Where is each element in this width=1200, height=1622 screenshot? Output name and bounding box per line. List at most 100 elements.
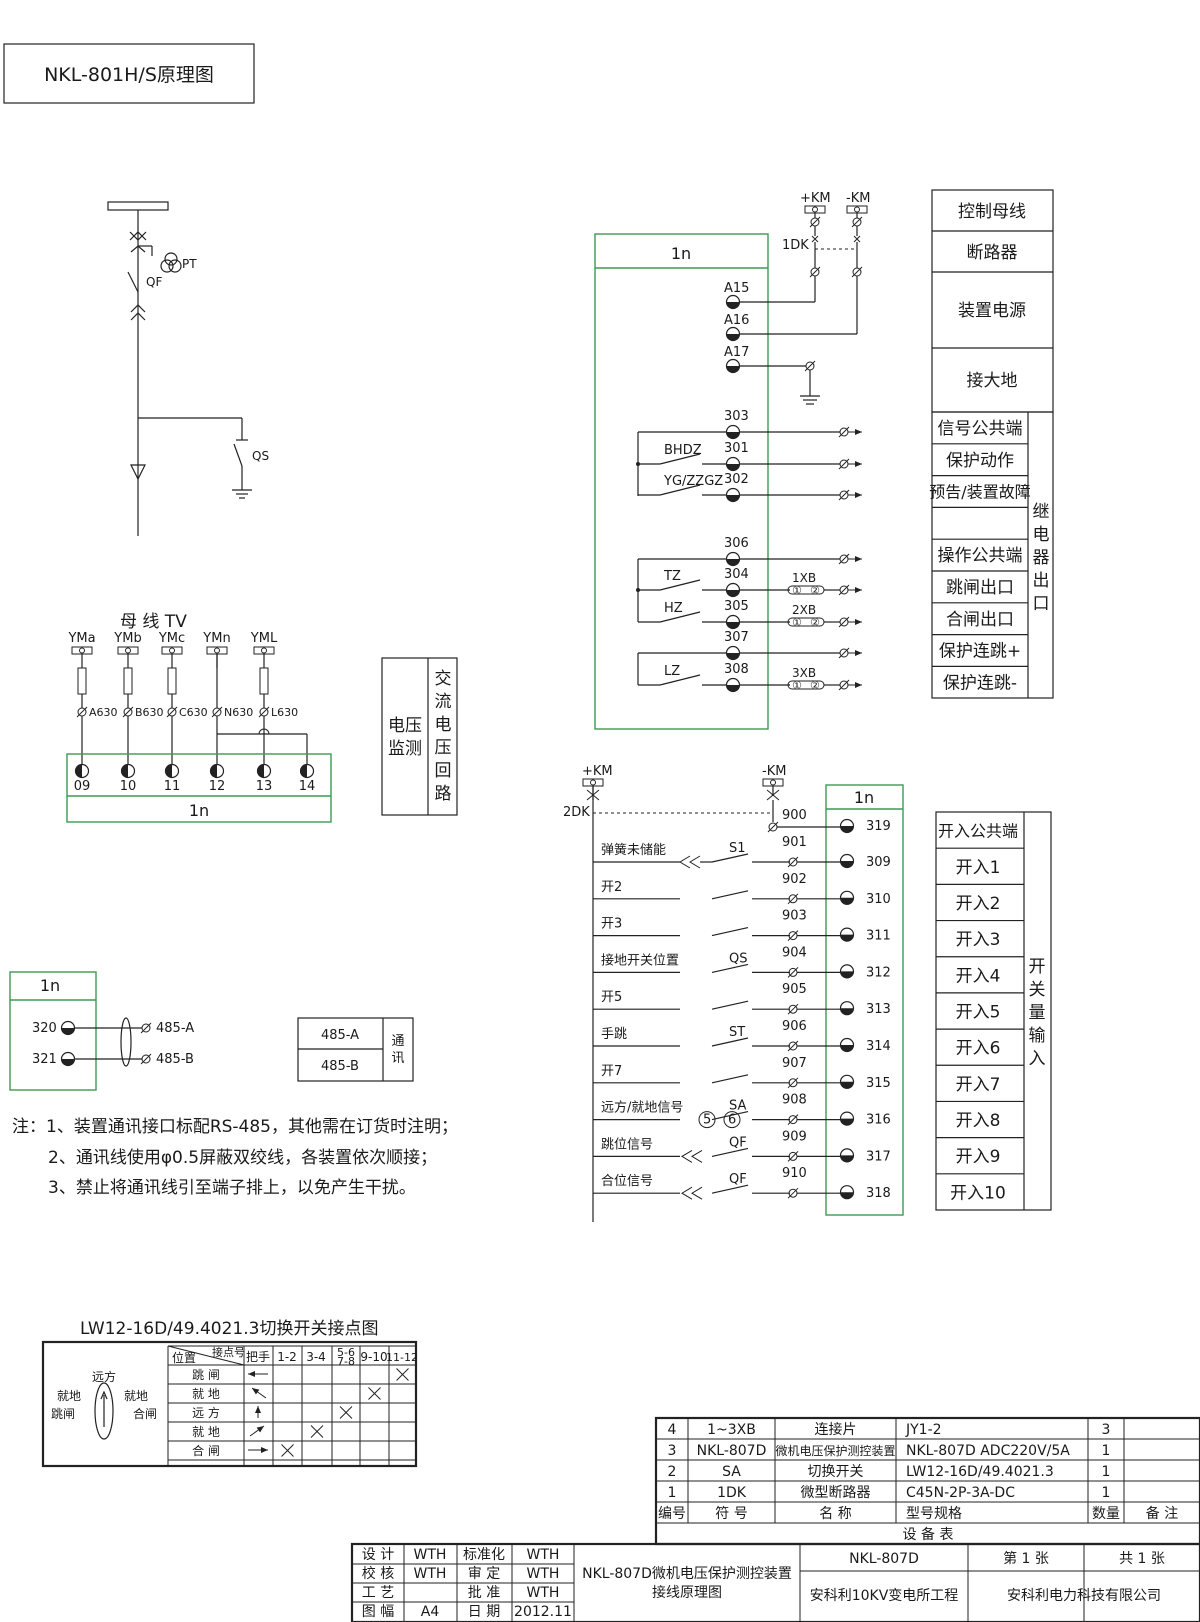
- svg-text:+KM: +KM: [582, 764, 613, 779]
- input-terminal-label-312: 312: [866, 965, 891, 980]
- terminal-A16: A16: [724, 313, 749, 328]
- tb-project: 安科利10KV变电所工程: [810, 1588, 959, 1604]
- equip-cell: 名 称: [819, 1506, 851, 1522]
- svg-text:断路器: 断路器: [967, 243, 1018, 263]
- breaker-terminal: [851, 266, 863, 278]
- fuse-icon: [123, 667, 133, 695]
- input-terminal-label-315: 315: [866, 1076, 891, 1091]
- input-wire-909: 909: [782, 1129, 807, 1144]
- legend-input-8: 开入8: [956, 1111, 1001, 1131]
- legend-relay-side-char: 出: [1033, 571, 1050, 591]
- power-device-box: [594, 233, 769, 730]
- legend-relay-5: 跳闸出口: [946, 578, 1014, 598]
- legend-input-10: 开入10: [950, 1183, 1006, 1203]
- legend-relay-side-char: 继: [1033, 502, 1050, 522]
- equip-cell: 符 号: [715, 1506, 747, 1522]
- svg-text:②: ②: [810, 679, 820, 692]
- contact-label-BHDZ: BHDZ: [664, 443, 702, 458]
- equip-cell: 型号规格: [906, 1506, 962, 1522]
- terminal-12: [209, 763, 225, 779]
- svg-text:通: 通: [391, 1034, 404, 1049]
- terminal-label-09: 09: [74, 779, 91, 794]
- input-terminal-label-313: 313: [866, 1002, 891, 1017]
- svg-text:①: ①: [792, 616, 802, 629]
- contact-closed-mark: [281, 1444, 294, 1457]
- input-wire-907: 907: [782, 1056, 807, 1071]
- contact-label-TZ: TZ: [663, 569, 681, 584]
- relay-terminal-label-302: 302: [724, 472, 749, 487]
- fuse-icon: [259, 667, 269, 695]
- input-wire-terminal-909: [787, 1151, 799, 1162]
- km-bus-terminal: [846, 205, 868, 214]
- relay-terminal-label-305: 305: [724, 599, 749, 614]
- legend-relay-1: 保护动作: [946, 451, 1014, 471]
- tb-role2-val: WTH: [527, 1547, 560, 1563]
- legend-relay-2: 预告/装置故障: [929, 483, 1030, 502]
- km-neg-terminal: [762, 778, 784, 787]
- terminal-label-10: 10: [120, 779, 137, 794]
- ground-icon: [232, 489, 252, 499]
- page-title: NKL-801H/S原理图: [44, 64, 214, 86]
- legend-relay-6: 合闸出口: [946, 610, 1014, 630]
- tb-role2: 日 期: [468, 1604, 500, 1620]
- terminal-label-12: 12: [209, 779, 226, 794]
- equip-cell: 数量: [1092, 1506, 1120, 1522]
- comm-terminal-320: [60, 1020, 76, 1036]
- input-wire-terminal-910: [787, 1187, 799, 1199]
- equip-cell: C45N-2P-3A-DC: [906, 1485, 1015, 1501]
- equip-cell: 编号: [658, 1506, 686, 1522]
- input-wire-905: 905: [782, 982, 807, 997]
- legend-input-3: 开入3: [956, 930, 1001, 950]
- comm-wire-terminal: [140, 1053, 152, 1065]
- input-wire-terminal-900: [767, 821, 779, 833]
- pt-label: PT: [182, 257, 197, 271]
- breaker-terminal: [809, 266, 821, 278]
- relay-terminal-306: [725, 551, 741, 567]
- legend-input-9: 开入9: [956, 1147, 1001, 1167]
- input-terminal-label-317: 317: [866, 1149, 891, 1164]
- input-terminal-label-310: 310: [866, 892, 891, 907]
- bus-terminal-YMn: [206, 646, 228, 655]
- tb-role-val: WTH: [414, 1566, 447, 1582]
- equip-cell: 1: [1102, 1443, 1111, 1459]
- svg-text:合闸: 合闸: [133, 1406, 157, 1421]
- terminal-label-13: 13: [256, 779, 273, 794]
- legend-input-side-char: 关: [1029, 980, 1046, 1000]
- tb-role2-val: WTH: [527, 1585, 560, 1601]
- switch-header: 5-6: [337, 1346, 355, 1359]
- qf-label: QF: [146, 275, 162, 289]
- input-wire-terminal-903: [787, 930, 799, 941]
- knob-diagram: 远方 就地 就地 跳闸 合闸: [51, 1369, 157, 1440]
- input-wire-terminal-901: [787, 856, 799, 868]
- switch-row-2: 远 方: [192, 1405, 220, 1420]
- ground-icon: [800, 395, 820, 405]
- note-2: 2、通讯线使用φ0.5屏蔽双绞线，各装置依次顺接；: [48, 1147, 437, 1168]
- equip-cell: 1: [1102, 1485, 1111, 1501]
- one-line-diagram: PT QF QS: [107, 201, 269, 536]
- input-terminal-label-318: 318: [866, 1186, 891, 1201]
- contact-closed-mark: [396, 1368, 409, 1381]
- switch-row-1: 就 地: [192, 1387, 220, 1401]
- bus-label-YMc: YMc: [158, 631, 185, 646]
- relay-terminal-303: [725, 424, 741, 440]
- relay-terminal-304: [725, 582, 741, 598]
- relay-wire-terminal: [838, 489, 850, 501]
- equip-cell: 1: [668, 1485, 677, 1501]
- input-terminal-318: [839, 1185, 855, 1200]
- wire-terminal-A630: [76, 706, 88, 718]
- wire-label-N630: N630: [224, 706, 253, 719]
- contact-label-YG/ZZGZ: YG/ZZGZ: [663, 474, 723, 489]
- input-terminal-314: [839, 1037, 855, 1053]
- input-terminal-313: [839, 1001, 855, 1016]
- svg-text:控制母线: 控制母线: [958, 202, 1026, 222]
- svg-text:跳闸: 跳闸: [51, 1407, 75, 1421]
- wire-label-B630: B630: [135, 706, 164, 719]
- svg-text:监测: 监测: [388, 739, 422, 759]
- input-label-6: 开7: [601, 1064, 622, 1079]
- input-label-8: 跳位信号: [601, 1137, 653, 1152]
- tb-company: 安科利电力科技有限公司: [1007, 1588, 1161, 1604]
- svg-text:1n: 1n: [671, 244, 691, 263]
- equip-cell: 1DK: [717, 1485, 747, 1501]
